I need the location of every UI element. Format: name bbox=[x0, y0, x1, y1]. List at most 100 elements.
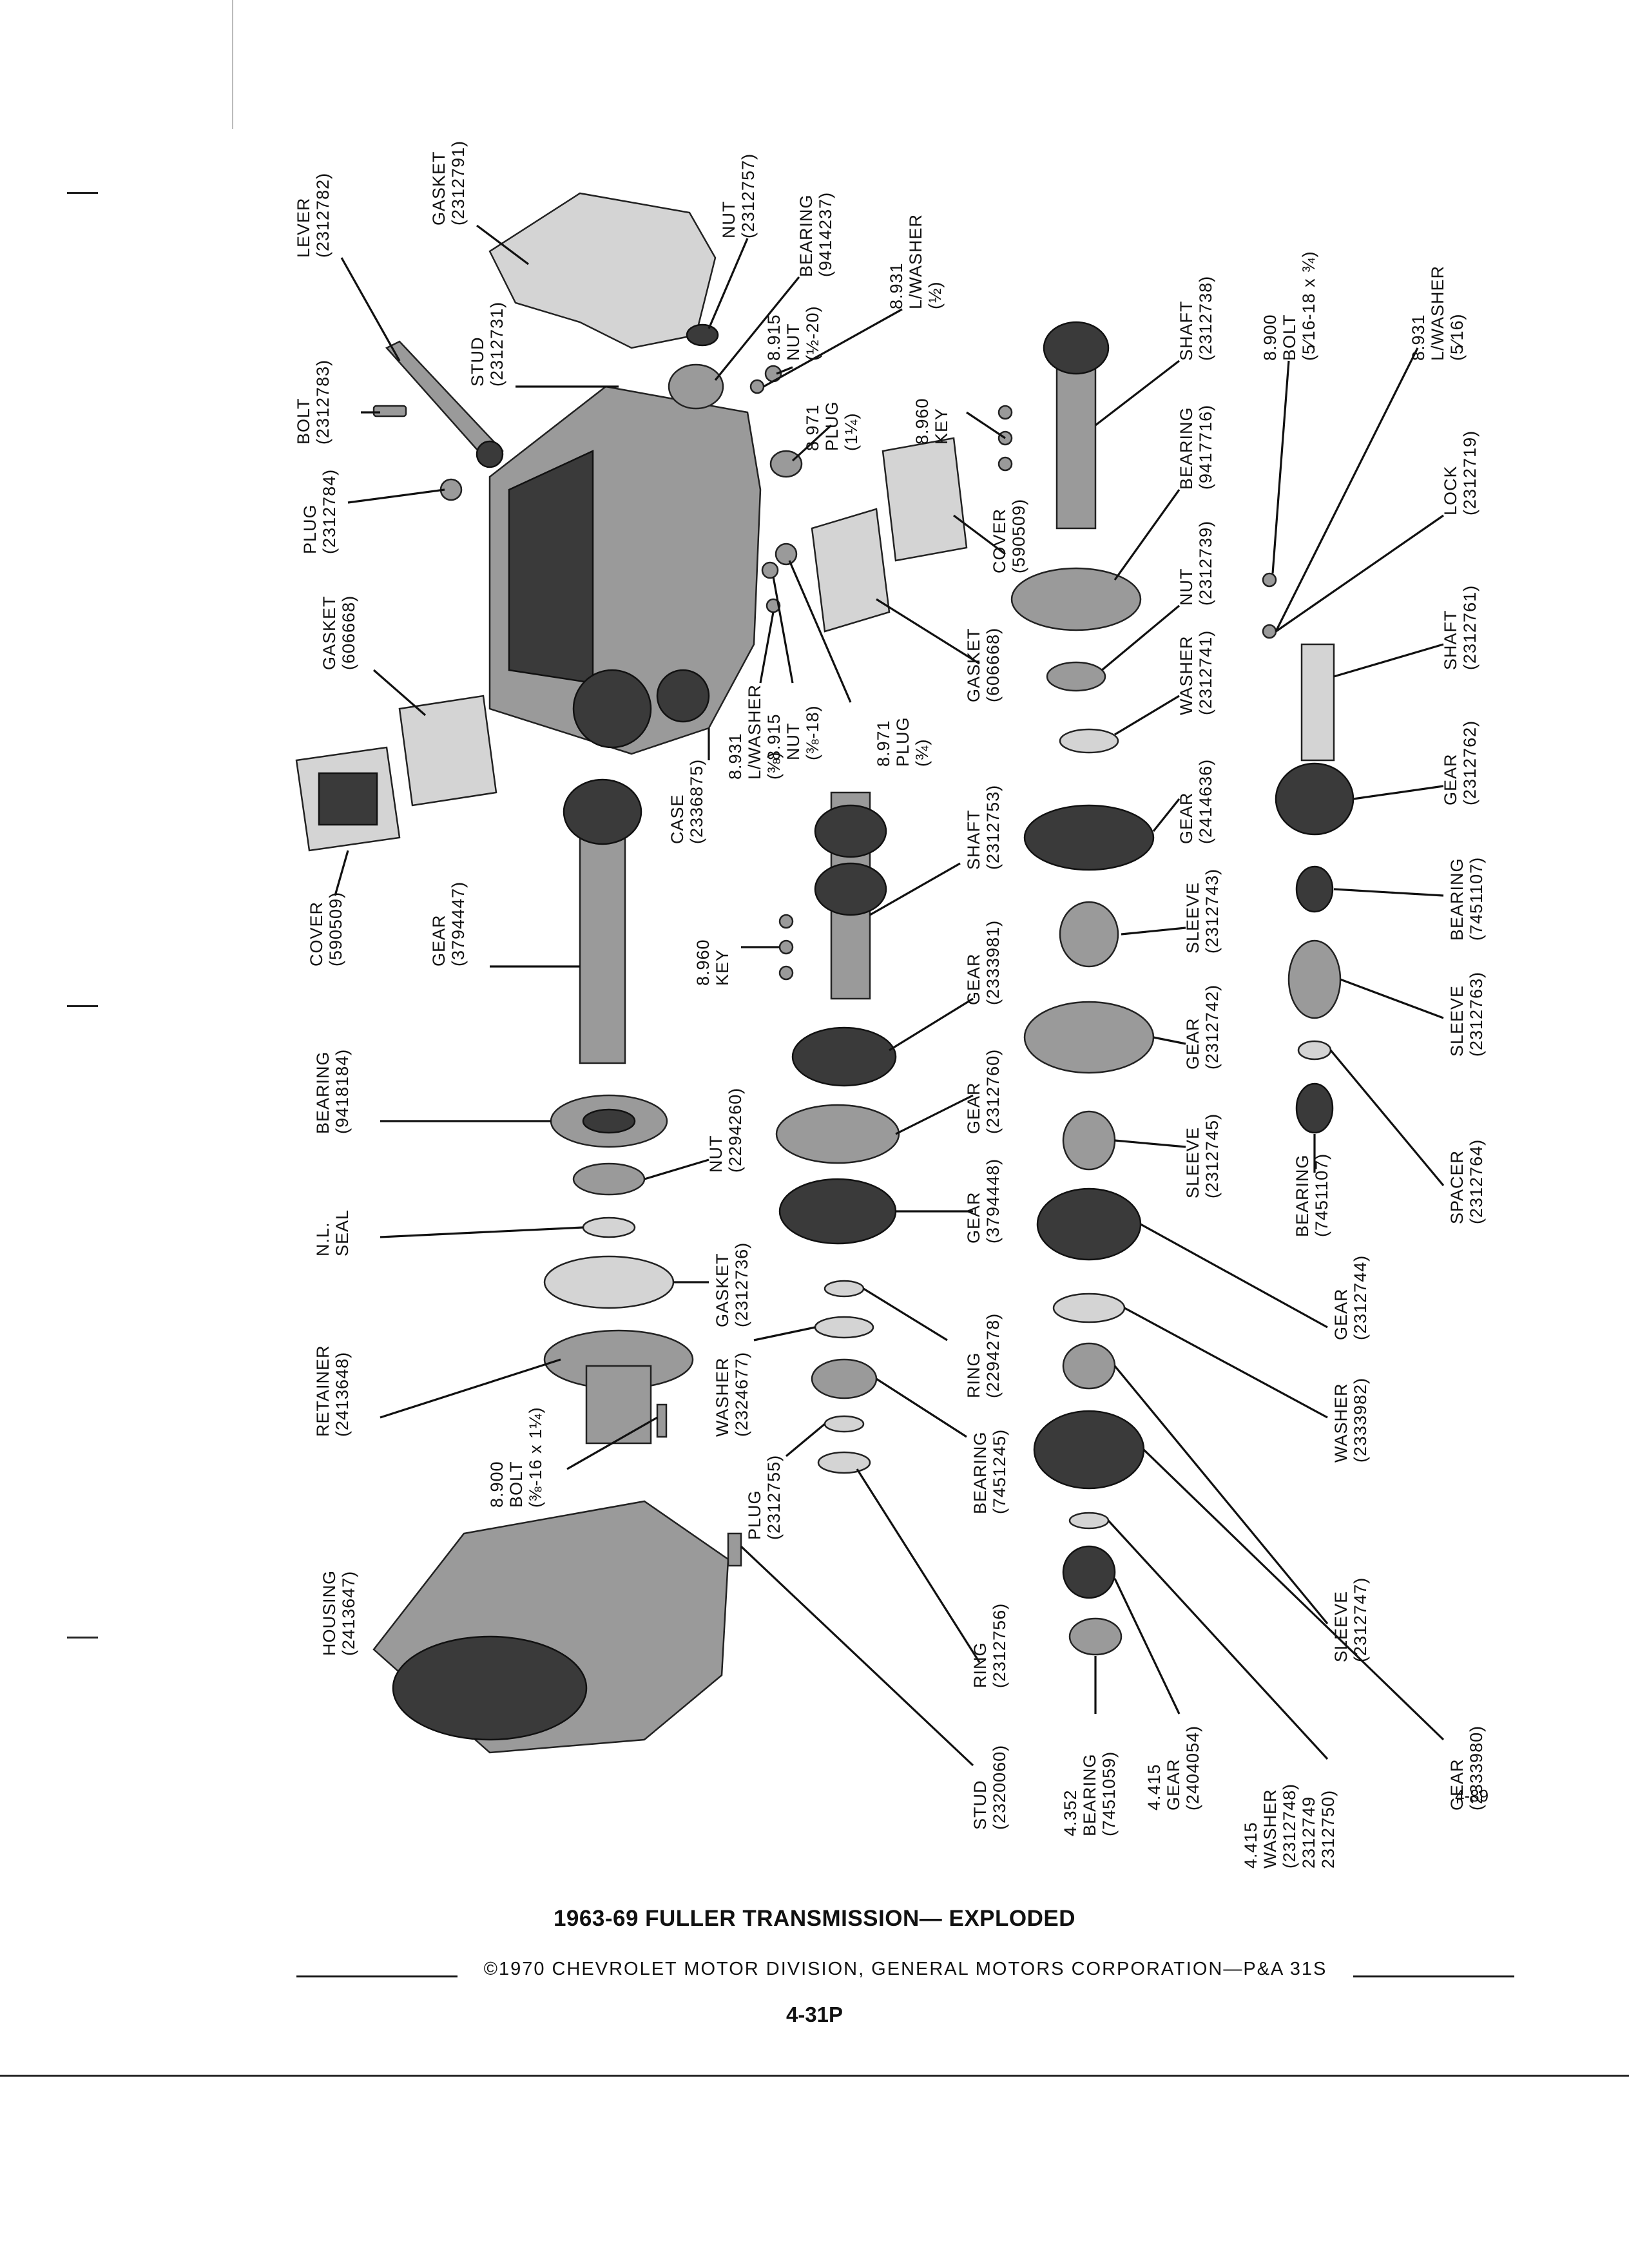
leader-gear-2333981 bbox=[889, 997, 974, 1052]
callout-line: (⅜) bbox=[764, 752, 784, 780]
callout-line: (5⁄16) bbox=[1447, 313, 1467, 361]
callout-bearing-9417716: BEARING(9417716) bbox=[1177, 405, 1215, 490]
callout-line: GASKET bbox=[429, 151, 448, 226]
callout-line: WASHER bbox=[1177, 635, 1196, 715]
callout-line: (590509) bbox=[326, 892, 345, 966]
gear-2333981-part bbox=[791, 1026, 897, 1087]
leader-plug-2312784 bbox=[347, 488, 445, 504]
callout-line: (7451107) bbox=[1312, 1153, 1331, 1237]
callout-line: 4.415 bbox=[1144, 1763, 1164, 1811]
leader-plug-1-1-4 bbox=[791, 424, 833, 462]
callout-line: LOCK bbox=[1441, 465, 1460, 515]
callout-line: (2312791) bbox=[448, 140, 468, 226]
callout-line: GEAR bbox=[1177, 792, 1196, 844]
callout-line: 8.931 bbox=[726, 733, 745, 780]
leader-bearing-7451245 bbox=[876, 1378, 967, 1438]
edge-tick-mark bbox=[67, 192, 98, 194]
shaft-2312738-gear bbox=[1043, 321, 1110, 375]
callout-line: WASHER bbox=[713, 1357, 732, 1437]
callout-bearing-9414237: BEARING(9414237) bbox=[796, 192, 835, 277]
callout-line: (7451245) bbox=[990, 1429, 1009, 1514]
callout-line: SHAFT bbox=[1177, 300, 1196, 361]
callout-ring-2294278: RING(2294278) bbox=[964, 1313, 1003, 1398]
shaft-2312738-part bbox=[1055, 360, 1097, 530]
callout-line: BEARING bbox=[1177, 407, 1196, 490]
callout-line: (9414237) bbox=[816, 192, 835, 277]
callout-line: (3794448) bbox=[983, 1158, 1003, 1244]
housing-bore bbox=[392, 1635, 588, 1741]
callout-line: (2312763) bbox=[1467, 972, 1486, 1057]
callout-line: (590509) bbox=[1009, 499, 1028, 573]
page-bottom-rule bbox=[0, 2075, 1629, 2077]
callout-gear-2312762: GEAR(2312762) bbox=[1441, 720, 1480, 805]
callout-line: (2312741) bbox=[1196, 630, 1215, 715]
callout-line: (2312762) bbox=[1460, 720, 1480, 805]
leader-gear-2312742 bbox=[1153, 1036, 1186, 1045]
stud-part bbox=[727, 1532, 742, 1567]
leader-plug-3-4 bbox=[788, 560, 852, 703]
nut-2312739-part bbox=[1046, 661, 1106, 692]
case-side-opening bbox=[508, 450, 594, 684]
leader-shaft-2312753 bbox=[869, 862, 961, 916]
callout-line: BOLT bbox=[294, 398, 313, 445]
callout-line: SLEEVE bbox=[1183, 882, 1202, 954]
callout-line: (2312744) bbox=[1351, 1255, 1370, 1340]
callout-line: (2333980) bbox=[1467, 1725, 1486, 1811]
callout-line: (2312782) bbox=[313, 173, 333, 258]
callout-line: (606668) bbox=[983, 628, 1003, 702]
leader-seal bbox=[380, 1226, 584, 1238]
gasket-right-part bbox=[811, 508, 891, 633]
plug-3-4-part bbox=[775, 543, 798, 566]
leader-nut-3-8 bbox=[772, 576, 794, 684]
callout-line: (¾) bbox=[912, 739, 932, 767]
callout-line: (2312753) bbox=[983, 785, 1003, 870]
callout-line: (2413648) bbox=[333, 1352, 352, 1437]
callout-gear-2333981: GEAR(2333981) bbox=[964, 920, 1003, 1005]
leader-gasket-top bbox=[476, 224, 529, 265]
leader-lever bbox=[340, 257, 401, 361]
callout-line: 8.971 bbox=[803, 404, 822, 451]
leader-nut-top bbox=[708, 238, 749, 329]
leader-lock bbox=[1275, 514, 1444, 633]
callout-gear-3794447: GEAR(3794447) bbox=[429, 881, 468, 966]
edge-tick-mark bbox=[67, 1637, 98, 1639]
callout-line: GEAR bbox=[1441, 753, 1460, 805]
gear-3794447-teeth bbox=[563, 778, 642, 845]
gasket-top-part bbox=[488, 192, 717, 349]
callout-line: BOLT bbox=[1280, 314, 1299, 361]
callout-gasket-top: GASKET(2312791) bbox=[429, 140, 468, 226]
callout-gear-2333980: GEAR(2333980) bbox=[1447, 1725, 1486, 1811]
callout-nut-top: NUT(2312757) bbox=[719, 153, 758, 238]
callout-line: (606668) bbox=[339, 595, 358, 670]
callout-line: (2414636) bbox=[1196, 759, 1215, 844]
callout-line: L/WASHER bbox=[1428, 265, 1447, 361]
sleeve-2312743-part bbox=[1059, 901, 1119, 968]
callout-line: NUT bbox=[784, 323, 803, 361]
gear-3794448-part bbox=[778, 1178, 897, 1245]
callout-line: (2312742) bbox=[1202, 985, 1222, 1070]
leader-ring-2294278 bbox=[863, 1287, 948, 1341]
nut-3-8-part bbox=[761, 561, 779, 579]
callout-line: GASKET bbox=[713, 1253, 732, 1327]
callout-line: (2324677) bbox=[732, 1352, 751, 1437]
callout-plug-2312755: PLUG(2312755) bbox=[745, 1455, 784, 1540]
shaft-2312761-part bbox=[1300, 643, 1335, 762]
callout-gasket-606668-right: GASKET(606668) bbox=[964, 628, 1003, 702]
nut-2312757-part bbox=[686, 323, 719, 347]
callout-line: (2312784) bbox=[320, 469, 339, 554]
copyright-rule-left bbox=[296, 1975, 458, 1977]
sleeve-2312763-part bbox=[1287, 939, 1342, 1019]
callout-shaft-2312761: SHAFT(2312761) bbox=[1441, 585, 1480, 670]
callout-washer-2312741: WASHER(2312741) bbox=[1177, 630, 1215, 715]
callout-gear-2414636: GEAR(2414636) bbox=[1177, 759, 1215, 844]
leader-bearing-top bbox=[714, 276, 800, 381]
leader-gasket-left bbox=[372, 669, 427, 716]
bearing-9417716-part bbox=[1010, 567, 1142, 631]
callout-line: RING bbox=[970, 1642, 990, 1689]
leader-sleeve-2312747 bbox=[1113, 1365, 1329, 1625]
